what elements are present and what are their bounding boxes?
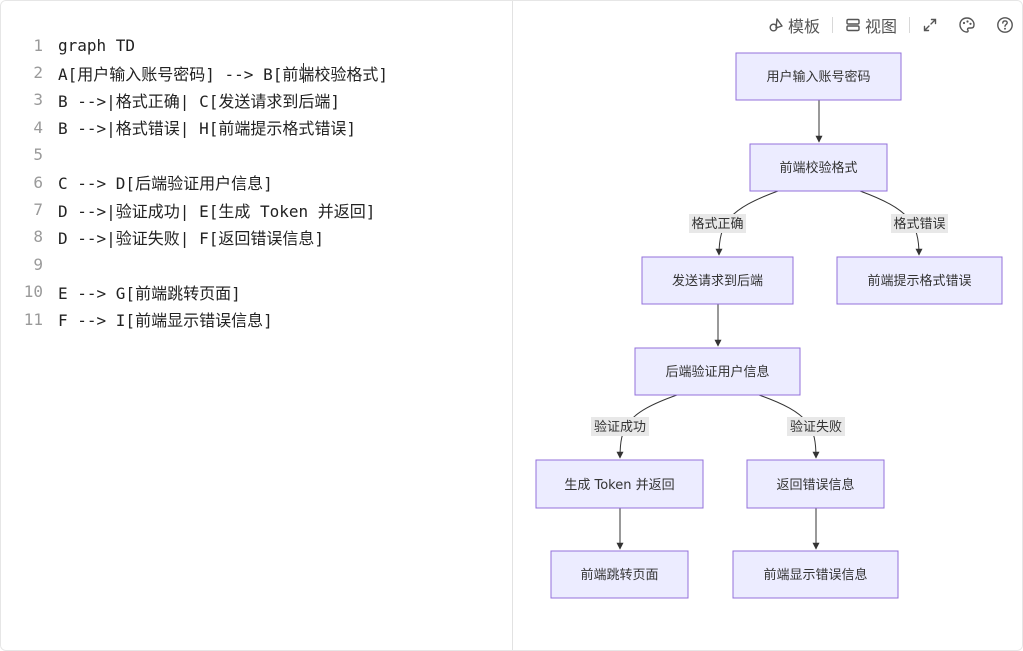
- edge-label-format-error: 格式错误: [891, 214, 948, 233]
- edge-label-verify-success: 验证成功: [591, 417, 649, 436]
- view-icon: [845, 17, 861, 33]
- template-icon: [768, 17, 784, 33]
- svg-text:前端显示错误信息: 前端显示错误信息: [763, 567, 867, 583]
- template-label: 模板: [787, 17, 820, 36]
- node-c[interactable]: 发送请求到后端: [641, 256, 794, 305]
- code-line[interactable]: 2 A[用户输入账号密码] --> B[前端校验格式]: [1, 59, 513, 86]
- flowchart: 格式正确 格式错误 验证成功 验证失败 用户输入账号密码 前端校验格式: [535, 52, 1003, 599]
- line-number: 5: [33, 145, 43, 165]
- line-number: 11: [23, 309, 43, 329]
- svg-text:前端校验格式: 前端校验格式: [779, 160, 857, 176]
- line-number: 1: [33, 35, 43, 55]
- svg-text:前端跳转页面: 前端跳转页面: [580, 567, 658, 583]
- line-number: 2: [33, 63, 43, 83]
- line-number: 3: [33, 90, 43, 110]
- node-e[interactable]: 生成 Token 并返回: [535, 459, 704, 509]
- svg-text:返回错误信息: 返回错误信息: [776, 477, 854, 493]
- code-text[interactable]: B -->|格式错误| H[前端提示格式错误]: [58, 119, 356, 139]
- code-line[interactable]: 7 D -->|验证成功| E[生成 Token 并返回]: [1, 196, 513, 223]
- code-text[interactable]: D -->|验证成功| E[生成 Token 并返回]: [58, 201, 376, 221]
- line-number: 7: [33, 200, 43, 220]
- line-number: 4: [33, 117, 43, 137]
- code-line[interactable]: 8 D -->|验证失败| F[返回错误信息]: [1, 223, 513, 250]
- code-line[interactable]: 11 F --> I[前端显示错误信息]: [1, 306, 513, 333]
- code-text[interactable]: F --> I[前端显示错误信息]: [58, 311, 273, 331]
- svg-text:用户输入账号密码: 用户输入账号密码: [766, 69, 870, 85]
- text-cursor: [303, 63, 304, 83]
- help-button[interactable]: [996, 16, 1014, 34]
- svg-text:生成 Token 并返回: 生成 Token 并返回: [564, 478, 674, 493]
- svg-text:发送请求到后端: 发送请求到后端: [672, 273, 763, 289]
- svg-text:格式正确: 格式正确: [691, 216, 743, 232]
- node-d[interactable]: 后端验证用户信息: [634, 347, 801, 396]
- code-line[interactable]: 1 graph TD: [1, 32, 513, 59]
- toolbar-divider: [909, 17, 910, 33]
- toolbar-divider: [831, 17, 833, 33]
- svg-text:验证成功: 验证成功: [594, 419, 646, 435]
- line-number: 9: [33, 254, 43, 274]
- node-b[interactable]: 前端校验格式: [749, 143, 888, 192]
- svg-text:验证失败: 验证失败: [790, 419, 842, 435]
- svg-text:后端验证用户信息: 后端验证用户信息: [665, 364, 769, 380]
- code-text[interactable]: D -->|验证失败| F[返回错误信息]: [58, 228, 324, 248]
- code-line[interactable]: 4 B -->|格式错误| H[前端提示格式错误]: [1, 114, 513, 141]
- line-number: 6: [33, 172, 43, 192]
- diagram-preview: 模板 视图: [514, 1, 1022, 650]
- line-number: 10: [23, 282, 43, 302]
- node-i[interactable]: 前端显示错误信息: [732, 550, 899, 599]
- code-line[interactable]: 5: [1, 141, 513, 168]
- node-h[interactable]: 前端提示格式错误: [836, 256, 1003, 305]
- node-g[interactable]: 前端跳转页面: [550, 550, 689, 599]
- view-button[interactable]: 视图: [845, 13, 897, 37]
- node-a[interactable]: 用户输入账号密码: [735, 52, 902, 101]
- code-line[interactable]: 10 E --> G[前端跳转页面]: [1, 278, 513, 305]
- code-line[interactable]: 6 C --> D[后端验证用户信息]: [1, 169, 513, 196]
- node-f[interactable]: 返回错误信息: [746, 459, 885, 509]
- edge-label-format-ok: 格式正确: [689, 214, 746, 233]
- code-editor[interactable]: 1 graph TD 2 A[用户输入账号密码] --> B[前端校验格式] 3…: [1, 1, 513, 650]
- code-text[interactable]: graph TD: [58, 35, 136, 55]
- code-line[interactable]: 3 B -->|格式正确| C[发送请求到后端]: [1, 86, 513, 113]
- theme-button[interactable]: [958, 16, 976, 34]
- code-text[interactable]: A[用户输入账号密码] --> B[前端校验格式]: [58, 64, 388, 84]
- fullscreen-icon: [922, 17, 938, 33]
- code-text[interactable]: C --> D[后端验证用户信息]: [58, 174, 273, 194]
- help-icon: [996, 16, 1014, 34]
- edge-label-verify-fail: 验证失败: [787, 417, 845, 436]
- fullscreen-button[interactable]: [922, 17, 938, 33]
- view-label: 视图: [864, 17, 897, 36]
- line-number: 8: [33, 227, 43, 247]
- svg-text:前端提示格式错误: 前端提示格式错误: [867, 273, 971, 289]
- code-text[interactable]: E --> G[前端跳转页面]: [58, 283, 241, 303]
- code-line[interactable]: 9: [1, 251, 513, 278]
- template-button[interactable]: 模板: [768, 13, 820, 37]
- preview-toolbar: 模板 视图: [768, 13, 1014, 37]
- svg-text:格式错误: 格式错误: [893, 216, 945, 232]
- code-text[interactable]: B -->|格式正确| C[发送请求到后端]: [58, 91, 340, 111]
- palette-icon: [958, 16, 976, 34]
